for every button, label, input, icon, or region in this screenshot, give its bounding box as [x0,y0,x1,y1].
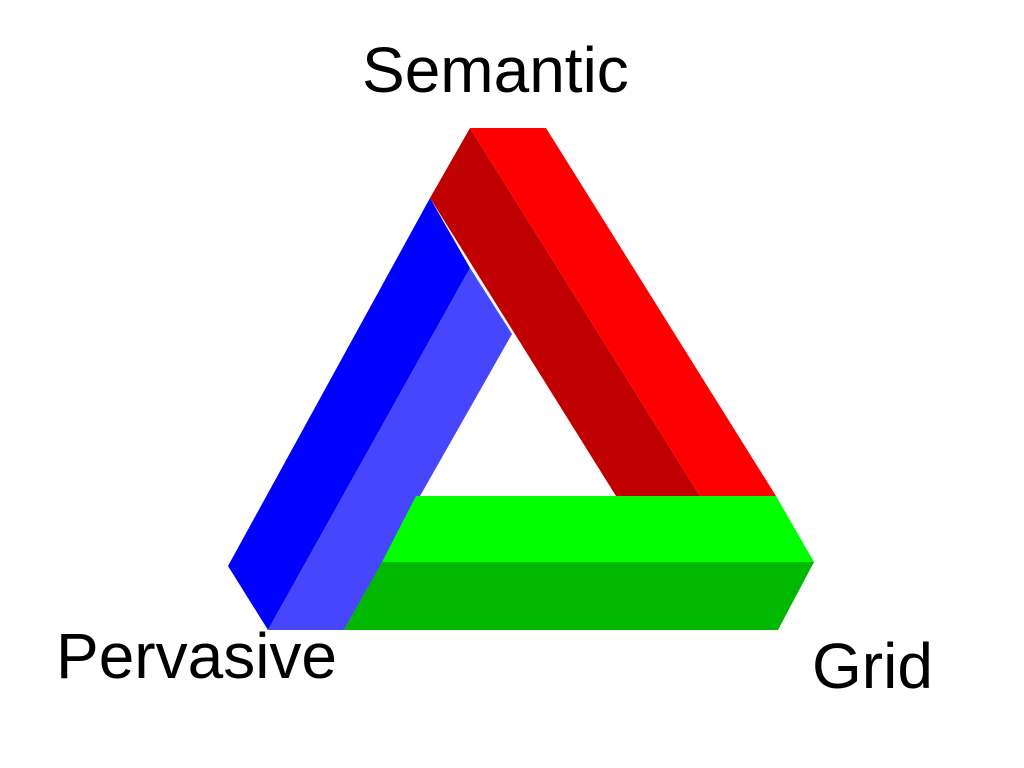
label-semantic: Semantic [362,34,629,106]
green-bar-top-face [382,496,814,562]
green-bar-front-face [344,562,814,630]
red-bar-outer-face [470,128,776,496]
red-bar-inner-face [430,128,700,496]
blue-bar-inner-face [268,268,512,630]
blue-bar-outer-face [228,198,470,630]
label-pervasive: Pervasive [56,620,337,692]
label-grid: Grid [812,630,933,702]
